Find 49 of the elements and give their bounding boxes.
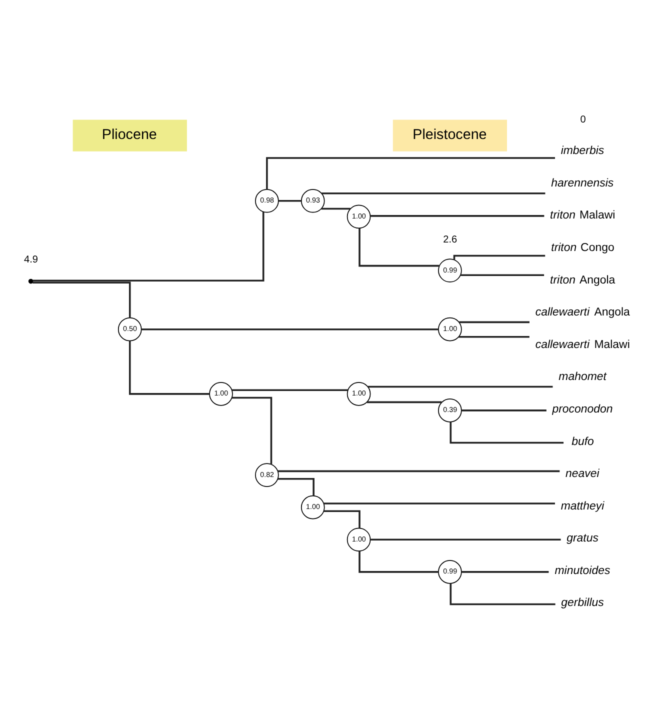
connector (278, 470, 560, 472)
connector (32, 211, 264, 281)
connector (462, 409, 546, 411)
connector (141, 328, 438, 330)
label: 4.9 (24, 254, 38, 265)
node-text: triton Angola (550, 274, 616, 286)
label: 0 (580, 114, 586, 125)
connector (358, 228, 440, 266)
connector (278, 199, 302, 202)
node-text: callewaerti Malawi (535, 338, 630, 350)
node-text: triton Congo (551, 241, 614, 254)
label: 2.6 (443, 234, 458, 245)
node-text: callewaerti Angola (535, 306, 630, 318)
connector (450, 582, 556, 605)
node-text: gerbillus (561, 596, 604, 609)
connector (358, 550, 438, 572)
label: Pliocene (102, 126, 157, 143)
connector (266, 156, 556, 189)
connector (322, 192, 546, 194)
connector (324, 502, 555, 504)
connector (232, 396, 272, 464)
node-text: triton Malawi (550, 209, 616, 222)
connector (459, 320, 530, 323)
connector (370, 538, 561, 540)
connector (450, 421, 564, 444)
connector (460, 274, 544, 276)
node-text: gratus (566, 532, 598, 544)
connector (453, 254, 546, 260)
node-text: mattheyi (560, 500, 604, 512)
connector (366, 400, 442, 403)
node-text: mahomet (558, 370, 606, 383)
connector (232, 388, 348, 390)
connector (321, 207, 350, 210)
label: Pleistocene (412, 126, 487, 143)
connector (128, 340, 210, 394)
connector (370, 214, 544, 216)
node-text: imberbis (560, 144, 604, 157)
connector (462, 570, 549, 572)
node-point (28, 278, 34, 284)
node-text: minutoides (554, 564, 610, 576)
connector (278, 477, 314, 496)
node-text: harennensis (551, 176, 614, 189)
node-text: proconodon (552, 402, 613, 415)
connector (32, 281, 131, 318)
connector (324, 510, 360, 528)
connector (458, 335, 530, 338)
connector (368, 385, 553, 388)
node-text: bufo (572, 435, 594, 448)
node-text: neavei (565, 468, 600, 480)
